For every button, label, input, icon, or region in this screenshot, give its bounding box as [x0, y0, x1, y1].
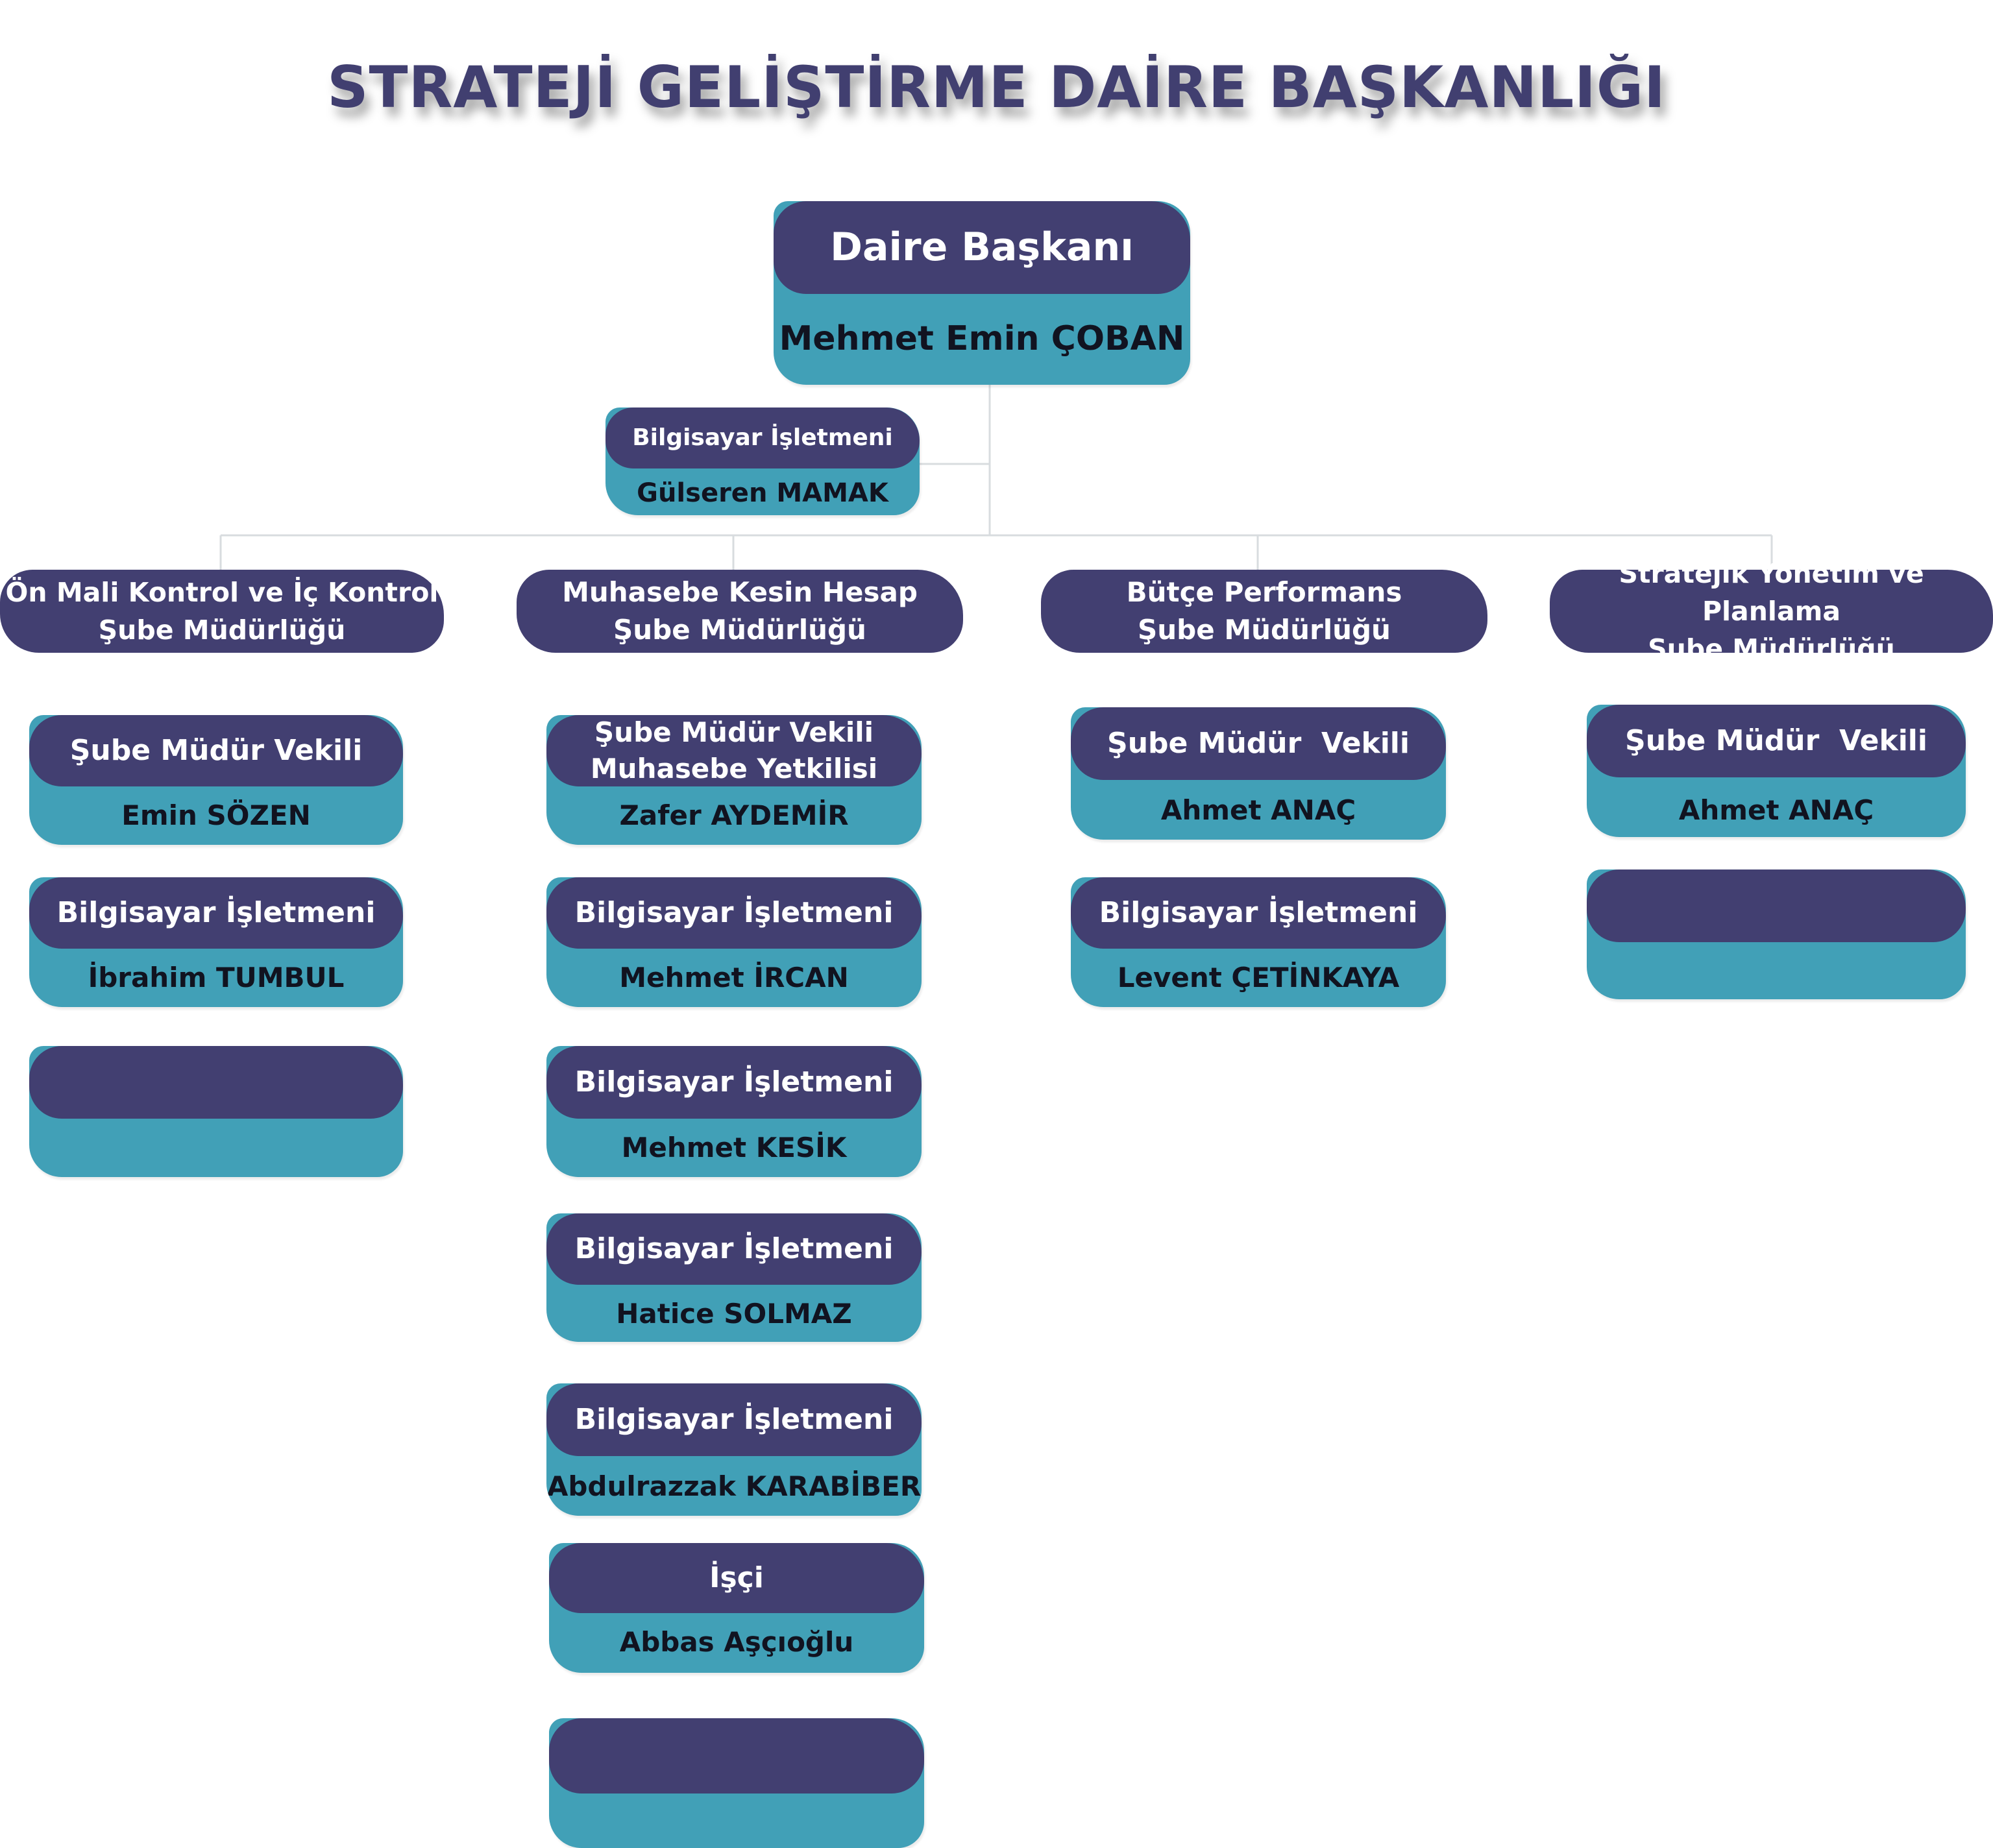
director-role: Daire Başkanı [774, 201, 1190, 294]
unit-stratejik-yonetim: Stratejik Yönetim ve Planlama Şube Müdür… [1550, 558, 1993, 664]
staff-role: Bilgisayar İşletmeni [1071, 877, 1446, 949]
staff-card-vacant [549, 1718, 924, 1848]
staff-name [29, 1125, 403, 1171]
staff-name: Hatice SOLMAZ [616, 1298, 852, 1330]
staff-role [549, 1718, 924, 1793]
staff-role: Şube Müdür Vekili [29, 715, 403, 786]
staff-card: Şube Müdür Vekili Emin SÖZEN [29, 715, 403, 845]
staff-name: Ahmet ANAÇ [1678, 794, 1874, 826]
unit-on-mali-kontrol: Ön Mali Kontrol ve İç Kontrol Şube Müdür… [0, 570, 444, 653]
unit-butce-performans: Bütçe Performans Şube Müdürlüğü [1041, 570, 1487, 653]
staff-name: Mehmet KESİK [621, 1132, 847, 1163]
page-title: STRATEJİ GELİŞTİRME DAİRE BAŞKANLIĞI [327, 54, 1666, 121]
director-card: Daire Başkanı Mehmet Emin ÇOBAN [774, 201, 1190, 385]
director-name: Mehmet Emin ÇOBAN [779, 319, 1185, 358]
staff-name [549, 1799, 924, 1844]
staff-card: Bilgisayar İşletmeni Mehmet KESİK [546, 1046, 922, 1177]
staff-name: Emin SÖZEN [121, 799, 311, 831]
staff-card: Bilgisayar İşletmeni İbrahim TUMBUL [29, 877, 403, 1007]
staff-card: Şube Müdür Vekili Muhasebe Yetkilisi Zaf… [546, 715, 922, 845]
staff-card-vacant [1587, 869, 1966, 999]
staff-card-vacant [29, 1046, 403, 1177]
staff-name: Abbas Aşçıoğlu [619, 1626, 854, 1658]
staff-card: Şube Müdür Vekili Ahmet ANAÇ [1071, 707, 1446, 840]
staff-card: Şube Müdür Vekili Ahmet ANAÇ [1587, 705, 1966, 837]
staff-card: İşçi Abbas Aşçıoğlu [549, 1543, 924, 1673]
staff-card: Bilgisayar İşletmeni Hatice SOLMAZ [546, 1213, 922, 1342]
staff-name: İbrahim TUMBUL [88, 962, 345, 993]
staff-name: Levent ÇETİNKAYA [1117, 962, 1400, 993]
staff-name: Ahmet ANAÇ [1160, 794, 1356, 826]
staff-name [1587, 949, 1966, 994]
staff-role: Bilgisayar İşletmeni [546, 1213, 922, 1285]
assistant-role: Bilgisayar İşletmeni [605, 407, 920, 468]
staff-name: Abdulrazzak KARABİBER [546, 1470, 922, 1502]
staff-role: İşçi [549, 1543, 924, 1613]
assistant-card: Bilgisayar İşletmeni Gülseren MAMAK [605, 407, 920, 515]
staff-card: Bilgisayar İşletmeni Levent ÇETİNKAYA [1071, 877, 1446, 1007]
staff-name: Zafer AYDEMİR [619, 799, 849, 831]
staff-role: Bilgisayar İşletmeni [546, 1046, 922, 1119]
staff-card: Bilgisayar İşletmeni Mehmet İRCAN [546, 877, 922, 1007]
assistant-name: Gülseren MAMAK [637, 478, 888, 508]
staff-name: Mehmet İRCAN [619, 962, 849, 993]
staff-role: Bilgisayar İşletmeni [546, 1383, 922, 1456]
staff-role: Şube Müdür Vekili [1071, 707, 1446, 780]
staff-card: Bilgisayar İşletmeni Abdulrazzak KARABİB… [546, 1383, 922, 1516]
staff-role: Şube Müdür Vekili [1587, 705, 1966, 777]
staff-role [1587, 869, 1966, 942]
staff-role: Şube Müdür Vekili Muhasebe Yetkilisi [546, 715, 922, 786]
staff-role: Bilgisayar İşletmeni [546, 877, 922, 949]
staff-role [29, 1046, 403, 1119]
unit-muhasebe-kesin-hesap: Muhasebe Kesin Hesap Şube Müdürlüğü [517, 570, 963, 653]
staff-role: Bilgisayar İşletmeni [29, 877, 403, 949]
